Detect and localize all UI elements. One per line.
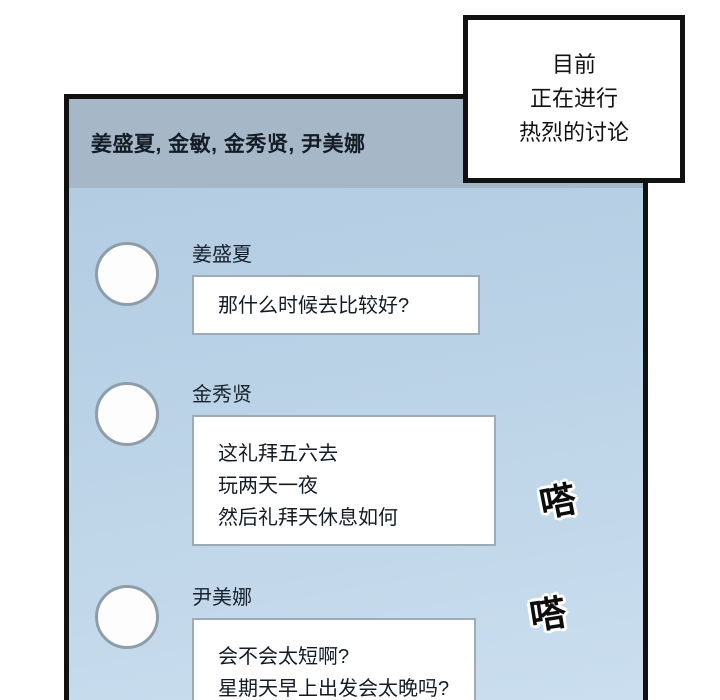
narration-caption-box: 目前 正在进行 热烈的讨论 <box>463 15 685 183</box>
message-bubble[interactable]: 会不会太短啊? 星期天早上出发会太晚吗? <box>192 618 476 700</box>
chat-panel: 姜盛夏, 金敏, 金秀贤, 尹美娜 姜盛夏 那什么时候去比较好? 金秀贤 这礼拜… <box>64 94 648 700</box>
chat-message-list[interactable]: 姜盛夏 那什么时候去比较好? 金秀贤 这礼拜五六去 玩两天一夜 然后礼拜天休息如… <box>69 188 643 700</box>
caption-line: 目前 <box>551 52 596 77</box>
message-sender-name: 姜盛夏 <box>192 244 252 266</box>
message-sender-name: 金秀贤 <box>192 384 252 406</box>
chat-header-title: 姜盛夏, 金敏, 金秀贤, 尹美娜 <box>91 133 366 156</box>
message-text-line: 然后礼拜天休息如何 <box>218 507 398 529</box>
message-text-line: 会不会太短啊? <box>218 646 350 668</box>
message-text-line: 这礼拜五六去 <box>218 443 338 465</box>
message-text-line: 那什么时候去比较好? <box>218 295 410 317</box>
message-bubble[interactable]: 那什么时候去比较好? <box>192 275 480 335</box>
avatar[interactable] <box>95 585 159 649</box>
message-text-line: 玩两天一夜 <box>218 475 318 497</box>
message-bubble[interactable]: 这礼拜五六去 玩两天一夜 然后礼拜天休息如何 <box>192 415 496 546</box>
sound-effect-text: 嗒 <box>536 477 580 526</box>
caption-line: 热烈的讨论 <box>518 120 629 145</box>
avatar[interactable] <box>95 382 159 446</box>
caption-line: 正在进行 <box>529 86 618 111</box>
avatar[interactable] <box>95 242 159 306</box>
sound-effect-text: 嗒 <box>526 591 569 638</box>
message-text-line: 星期天早上出发会太晚吗? <box>218 678 450 700</box>
message-sender-name: 尹美娜 <box>192 587 252 609</box>
